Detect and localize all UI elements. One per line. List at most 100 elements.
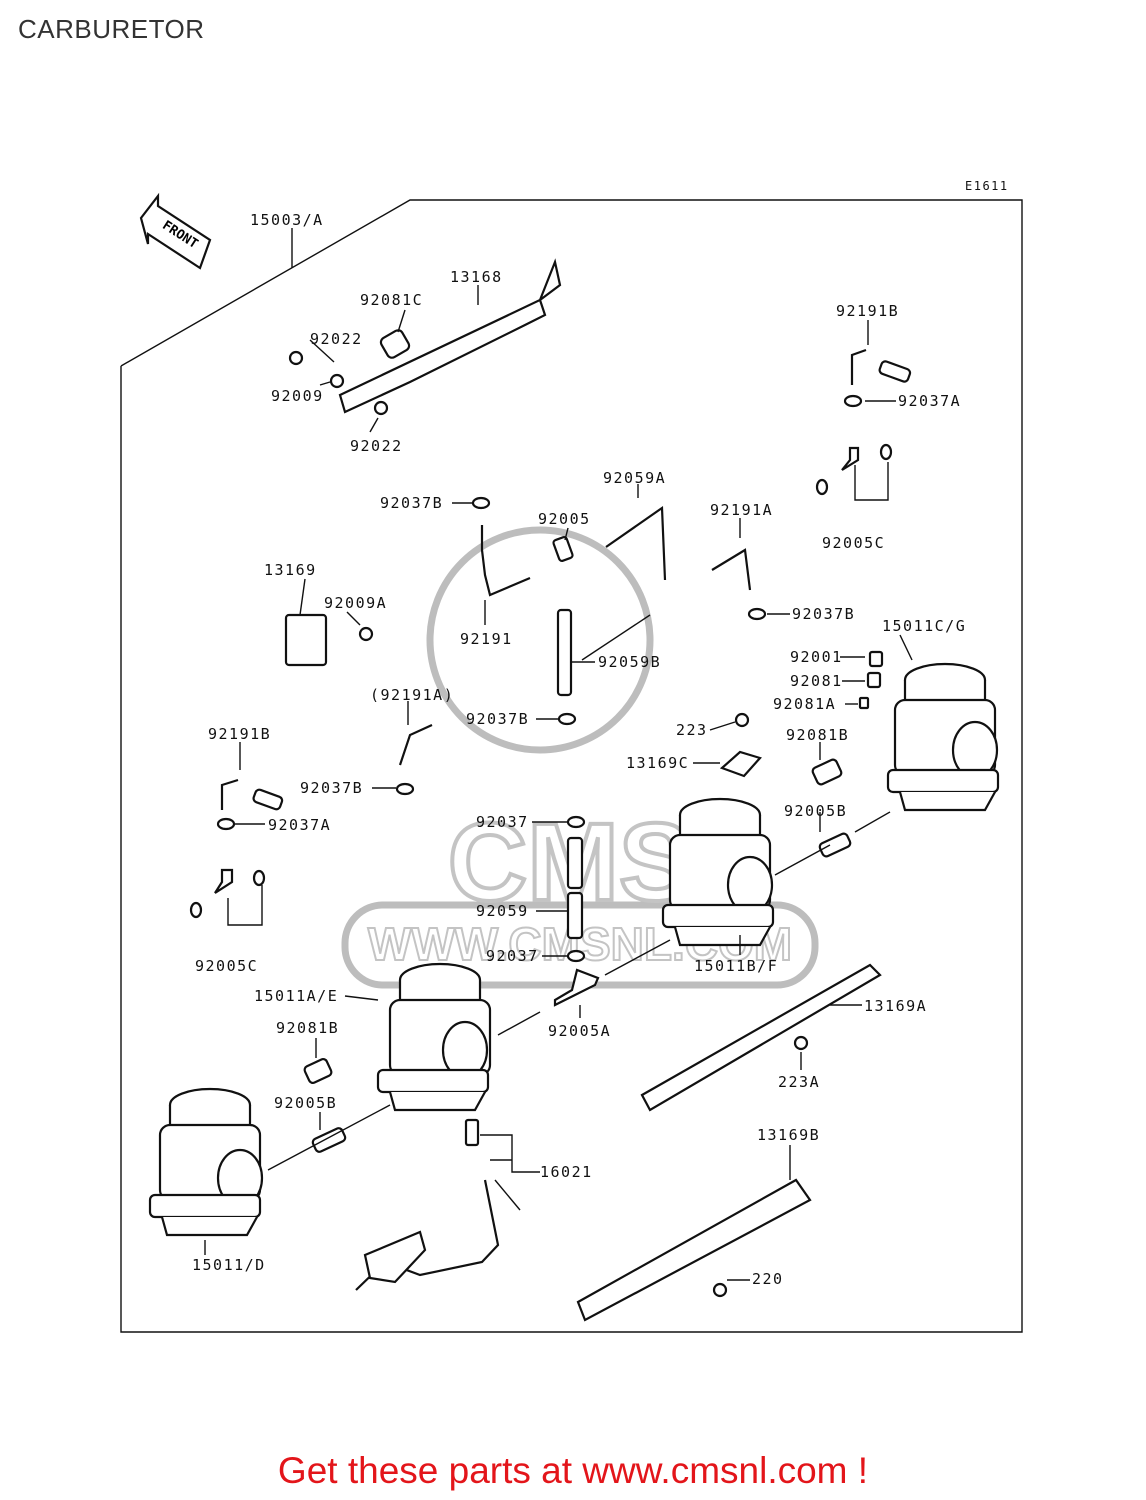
hose-92059-a bbox=[566, 836, 584, 890]
callout-92022-a: 92022 bbox=[310, 330, 363, 348]
rail-13169B bbox=[576, 1178, 812, 1322]
carburetor-15011CG bbox=[886, 662, 1000, 812]
callout-92009A: 92009A bbox=[324, 594, 387, 612]
page-title: CARBURETOR bbox=[18, 14, 205, 44]
screw-223 bbox=[734, 712, 750, 728]
rail-13169A bbox=[640, 963, 882, 1112]
hose-92191A-paren bbox=[398, 723, 433, 766]
hose-92059A bbox=[605, 505, 667, 581]
callout-92037B-b: 92037B bbox=[792, 605, 855, 623]
leader-lines bbox=[204, 228, 913, 1281]
carburetor-15011BF bbox=[661, 797, 775, 947]
link-line-1 bbox=[267, 1104, 391, 1171]
hose-92191B-d bbox=[252, 788, 284, 811]
callout-92059B: 92059B bbox=[598, 653, 661, 671]
callout-92005B-b: 92005B bbox=[274, 1094, 337, 1112]
screw-223A bbox=[793, 1035, 809, 1051]
callout-223A: 223A bbox=[778, 1073, 820, 1091]
callout-92005C-b: 92005C bbox=[195, 957, 258, 975]
callout-15011CG: 15011C/G bbox=[882, 617, 966, 635]
tee-92005C-b bbox=[214, 868, 234, 894]
hose-92191B-b bbox=[878, 360, 912, 383]
clip-92037B-c bbox=[557, 712, 577, 726]
clip-92037B-b bbox=[747, 607, 767, 621]
callout-92037B-c: 92037B bbox=[466, 710, 529, 728]
bracket-13169C bbox=[719, 750, 762, 778]
diagram-frame bbox=[120, 199, 1023, 1333]
callout-92081B-a: 92081B bbox=[786, 726, 849, 744]
spring-16021 bbox=[464, 1118, 480, 1147]
clip-92037-b bbox=[566, 949, 586, 963]
oring-92005C-a1 bbox=[815, 478, 829, 496]
callout-92022-b: 92022 bbox=[350, 437, 403, 455]
callout-92037-b: 92037 bbox=[486, 947, 539, 965]
hose-92059-b bbox=[566, 891, 584, 940]
fitting-92005 bbox=[552, 536, 574, 562]
link-line-3 bbox=[604, 939, 671, 976]
link-line-4 bbox=[774, 844, 831, 876]
carburetor-15011D bbox=[148, 1087, 264, 1237]
clip-92037A-a bbox=[843, 394, 863, 408]
oring-92005C-b1 bbox=[189, 901, 203, 919]
callout-13169: 13169 bbox=[264, 561, 317, 579]
carburetor-15011AE bbox=[376, 962, 492, 1112]
front-arrow-icon: FRONT bbox=[139, 192, 212, 270]
screw-220 bbox=[712, 1282, 728, 1298]
clip-92037B-d bbox=[395, 782, 415, 796]
spring-92081C bbox=[379, 329, 411, 359]
hose-92191B-c bbox=[220, 778, 239, 810]
callout-92191A-paren: (92191A) bbox=[370, 686, 454, 704]
callout-92059A: 92059A bbox=[603, 469, 666, 487]
screw-92009 bbox=[288, 350, 304, 366]
tee-92005C-a bbox=[841, 446, 860, 471]
tee-92005A bbox=[553, 968, 600, 1007]
callout-13169C: 13169C bbox=[626, 754, 689, 772]
callout-13168: 13168 bbox=[450, 268, 503, 286]
diagram-code: E1611 bbox=[965, 179, 1009, 193]
clip-92037A-b bbox=[216, 817, 236, 831]
promo-link[interactable]: Get these parts at www.cmsnl.com ! bbox=[277, 1450, 869, 1491]
pipe-92005B-b bbox=[311, 1127, 347, 1153]
callout-92191B-b: 92191B bbox=[208, 725, 271, 743]
callout-15011D: 15011/D bbox=[192, 1256, 266, 1274]
callout-92037A-b: 92037A bbox=[268, 816, 331, 834]
link-line-6 bbox=[581, 614, 651, 661]
callout-92001: 92001 bbox=[790, 648, 843, 666]
hose-92191 bbox=[480, 525, 531, 597]
callout-92005: 92005 bbox=[538, 510, 591, 528]
clip-92037-a bbox=[566, 815, 586, 829]
callout-92037-a: 92037 bbox=[476, 813, 529, 831]
callout-15011BF: 15011B/F bbox=[694, 957, 778, 975]
callout-92191: 92191 bbox=[460, 630, 513, 648]
callout-15011AE: 15011A/E bbox=[254, 987, 338, 1005]
callout-92081A: 92081A bbox=[773, 695, 836, 713]
callout-13169B: 13169B bbox=[757, 1126, 820, 1144]
watermark-logo-circle bbox=[426, 526, 654, 754]
bracket-13169 bbox=[284, 613, 328, 667]
spring-92081A bbox=[858, 696, 870, 710]
hose-92059B bbox=[556, 608, 573, 697]
oring-92005C-a2 bbox=[879, 443, 893, 461]
callout-92081B-b: 92081B bbox=[276, 1019, 339, 1037]
callout-92191A: 92191A bbox=[710, 501, 773, 519]
callout-92081: 92081 bbox=[790, 672, 843, 690]
hose-92191B-a bbox=[850, 348, 867, 385]
link-line-2 bbox=[497, 1011, 541, 1036]
callout-92005B-a: 92005B bbox=[784, 802, 847, 820]
screw-92009A bbox=[358, 626, 374, 642]
screw-92001 bbox=[868, 650, 884, 668]
link-line-5 bbox=[854, 811, 891, 833]
oring-92005C-b2 bbox=[252, 869, 266, 887]
spring-92081 bbox=[866, 671, 882, 689]
spring-92081B-b bbox=[303, 1057, 333, 1085]
callout-92037B-a: 92037B bbox=[380, 494, 443, 512]
hose-92191A bbox=[711, 548, 752, 591]
callout-92037A-a: 92037A bbox=[898, 392, 961, 410]
washer-92022b bbox=[373, 400, 389, 416]
rail-13168 bbox=[338, 258, 562, 414]
callout-92191B-a: 92191B bbox=[836, 302, 899, 320]
callout-92005A: 92005A bbox=[548, 1022, 611, 1040]
callout-92005C-a: 92005C bbox=[822, 534, 885, 552]
washer-92022a bbox=[329, 373, 345, 389]
